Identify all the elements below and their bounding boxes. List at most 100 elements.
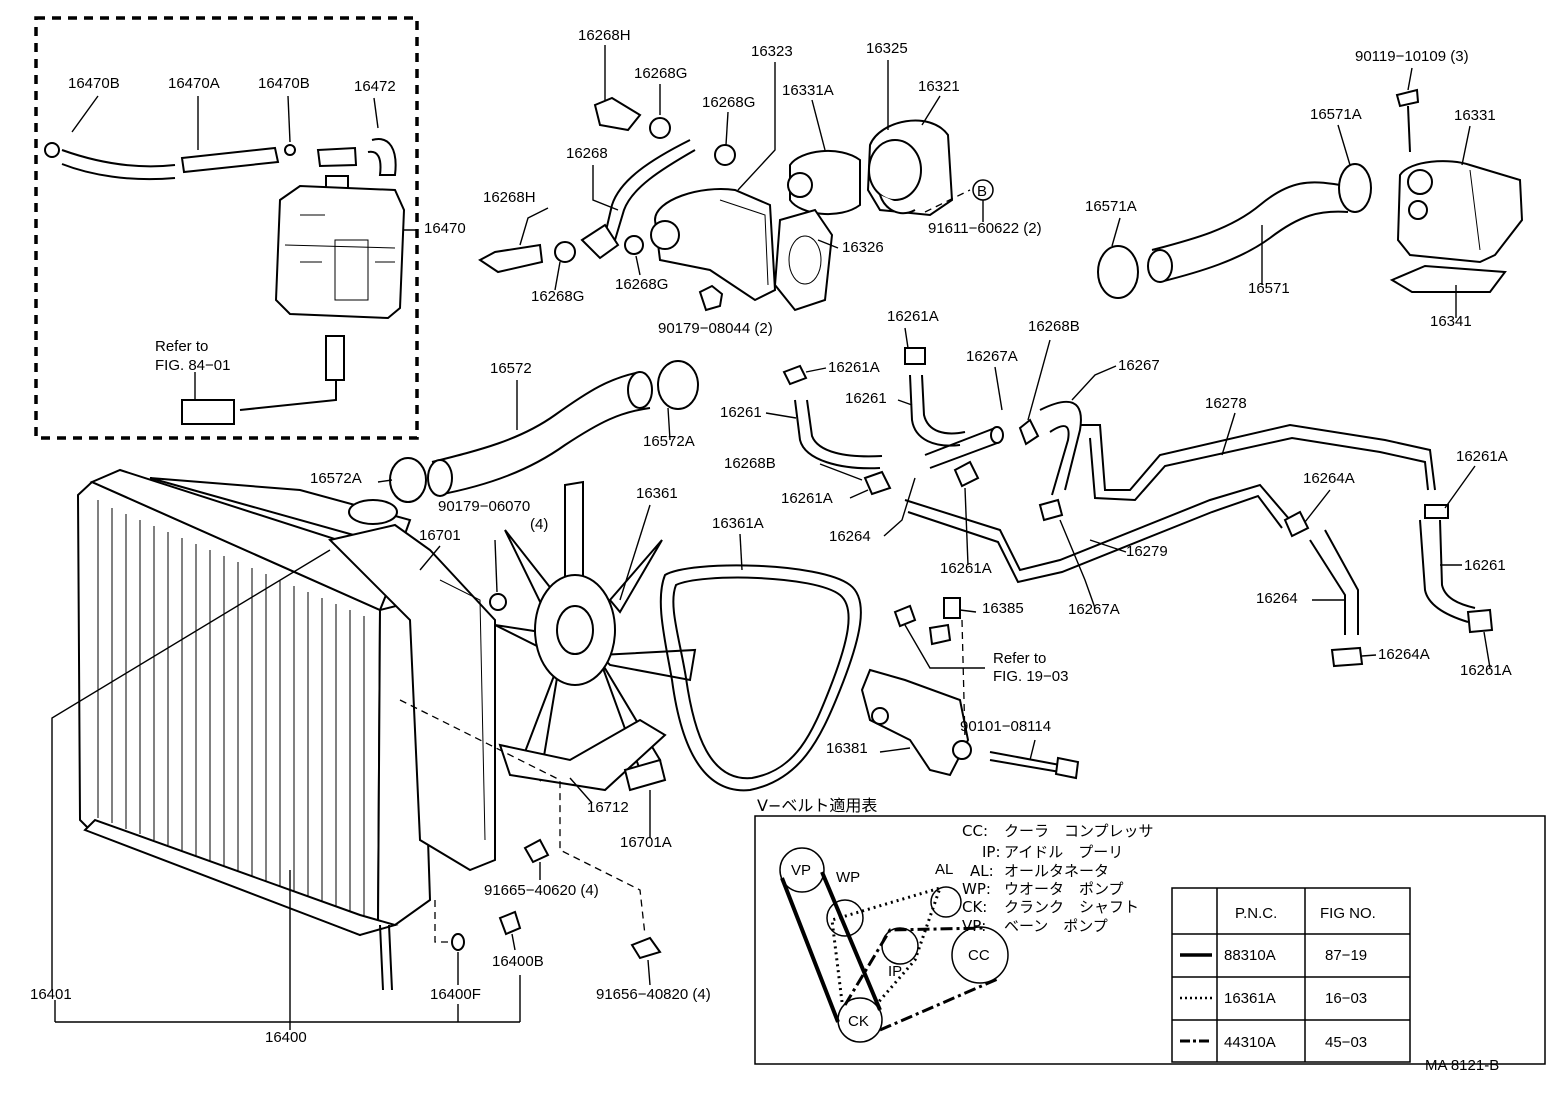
part-label-l05: 16470 (424, 220, 466, 237)
part-label-l03: 16470B (258, 75, 310, 92)
vbelt-legend: CC: クーラ コンプレッサ IP: アイドル プーリ AL: オールタネータ … (962, 822, 1154, 935)
part-label-l59: 90101−08114 (960, 718, 1051, 735)
part-label-l22: 90119−10109 (3) (1355, 48, 1469, 65)
part-label-l18: 91611−60622 (2) (928, 220, 1042, 237)
legend-name-cc: クーラ コンプレッサ (1004, 822, 1154, 840)
part-label-l23: 16571A (1310, 106, 1362, 123)
legend-code-ck: CK: (962, 898, 987, 916)
part-label-l45: (4) (530, 516, 548, 533)
part-label-l51: 16261 (1464, 557, 1506, 574)
legend-code-ip: IP: (982, 843, 1001, 861)
part-label-l11: 16325 (866, 40, 908, 57)
radiator (51, 468, 521, 1030)
heater-pipes-group (765, 327, 1494, 669)
part-label-l46: 16361 (636, 485, 678, 502)
part-label-l63: 91665−40620 (4) (484, 882, 599, 899)
part-label-l20: 16268G (615, 276, 668, 293)
fig-row-3: 45−03 (1325, 1034, 1367, 1051)
part-label-l40: 16261A (781, 490, 833, 507)
part-label-l13: 16321 (918, 78, 960, 95)
part-label-l21: 90179−08044 (2) (658, 320, 773, 337)
diagram-code: MA 8121-B (1425, 1057, 1499, 1074)
pnc-table: P.N.C. FIG NO. 88310A 87−19 16361A 16−03… (1171, 887, 1411, 1063)
part-label-l64: 16400B (492, 953, 544, 970)
cooling-fan (489, 480, 697, 838)
part-label-l25: 16571A (1085, 198, 1137, 215)
part-label-l68: 16400 (265, 1029, 307, 1046)
fig-header: FIG NO. (1320, 905, 1376, 922)
legend-name-ck: クランク シャフト (1004, 898, 1139, 916)
part-label-l57: 16264A (1378, 646, 1430, 663)
marker-b: B (972, 179, 994, 222)
part-label-l32: 16268B (1028, 318, 1080, 335)
thermostat-group (478, 45, 971, 312)
legend-code-vp: VP: (962, 917, 986, 935)
fan-shroud (328, 523, 496, 872)
vbelt-title: V−ベルト適用表 (757, 796, 877, 815)
legend-code-al: AL: (970, 862, 994, 880)
part-label-l50: 16261A (940, 560, 992, 577)
legend-name-vp: ベーン ポンプ (1004, 917, 1108, 935)
part-label-l17: 16326 (842, 239, 884, 256)
part-label-l48: 16361A (712, 515, 764, 532)
part-label-l02: 16470A (168, 75, 220, 92)
pnc-row-2: 16361A (1224, 990, 1276, 1007)
part-label-l15: 16268 (566, 145, 608, 162)
part-label-l19: 16268G (531, 288, 584, 305)
belt-routing: VP WP AL IP CC CK (779, 847, 1009, 1043)
fig-row-1: 87−19 (1325, 947, 1367, 964)
part-label-l10: 16323 (751, 43, 793, 60)
legend-name-wp: ウオータ ポンプ (1004, 880, 1124, 898)
v-belt (659, 533, 862, 792)
bracket-group (860, 597, 1080, 780)
lower-hose-group (377, 360, 699, 503)
part-label-l65: 16400F (430, 986, 481, 1003)
pulley-ck: CK (848, 1013, 869, 1030)
part-label-l28: 16572 (490, 360, 532, 377)
part-label-l47: 16701 (419, 527, 461, 544)
pulley-wp: WP (836, 869, 860, 886)
part-label-l56: FIG. 19−03 (993, 668, 1068, 685)
pnc-row-3: 44310A (1224, 1034, 1276, 1051)
legend-code-cc: CC: (962, 822, 988, 840)
part-label-l04: 16472 (354, 78, 396, 95)
part-label-l31: 16261A (887, 308, 939, 325)
pulley-vp: VP (791, 862, 811, 879)
part-label-l35: 16267 (1118, 357, 1160, 374)
part-label-l67: 91656−40820 (4) (596, 986, 711, 1003)
part-label-l66: 16401 (30, 986, 72, 1003)
pulley-ip: IP (888, 963, 902, 980)
part-label-l61: 16712 (587, 799, 629, 816)
part-label-l30: 16572A (310, 470, 362, 487)
part-label-l44: 90179−06070 (438, 498, 530, 515)
legend-name-al: オールタネータ (1004, 862, 1109, 880)
legend-name-ip: アイドル プーリ (1004, 843, 1123, 861)
pulley-cc: CC (968, 947, 990, 964)
part-label-l01: 16470B (68, 75, 120, 92)
part-label-l53: 16267A (1068, 601, 1120, 618)
part-label-l55: Refer to (993, 650, 1046, 667)
part-label-l36: 16261 (845, 390, 887, 407)
part-label-l34: 16267A (966, 348, 1018, 365)
pnc-row-1: 88310A (1224, 947, 1276, 964)
part-label-l16: 16268H (483, 189, 536, 206)
part-label-l06: Refer to (155, 338, 208, 355)
part-label-l09: 16268G (634, 65, 687, 82)
part-label-l33: 16261A (828, 359, 880, 376)
part-label-l62: 16701A (620, 834, 672, 851)
reservoir-group (34, 16, 419, 440)
part-label-l42: 16264A (1303, 470, 1355, 487)
fig-row-2: 16−03 (1325, 990, 1367, 1007)
pnc-header: P.N.C. (1235, 905, 1277, 922)
part-label-l07: FIG. 84−01 (155, 357, 230, 374)
part-label-l49: 16279 (1126, 543, 1168, 560)
part-label-l58: 16261A (1460, 662, 1512, 679)
part-label-l38: 16278 (1205, 395, 1247, 412)
part-label-l08: 16268H (578, 27, 631, 44)
part-label-l41: 16261A (1456, 448, 1508, 465)
part-label-l60: 16381 (826, 740, 868, 757)
marker-b-text: B (977, 183, 987, 200)
part-label-l29: 16572A (643, 433, 695, 450)
